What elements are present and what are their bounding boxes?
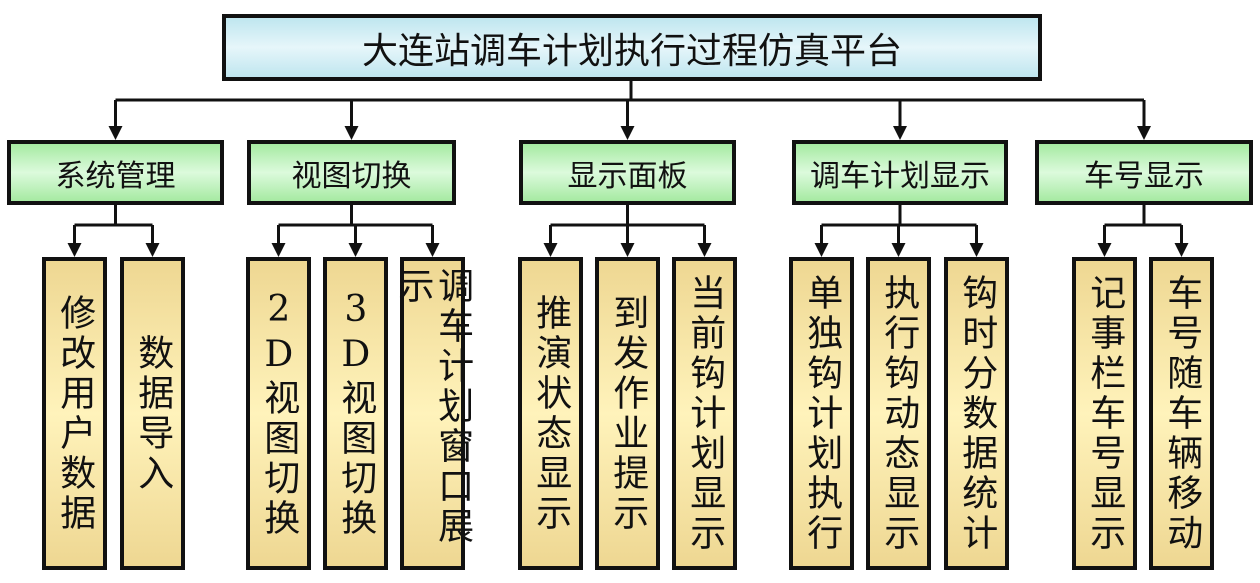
function-node: 3D视图切换 bbox=[323, 257, 388, 570]
arrow-head-icon bbox=[1137, 126, 1151, 140]
function-node: 调车计划窗口展示 bbox=[393, 257, 473, 570]
module-node: 显示面板 bbox=[519, 140, 736, 205]
function-label: 当前钩计划显示 bbox=[684, 273, 726, 554]
function-node: 记事栏车号显示 bbox=[1072, 257, 1137, 570]
function-label: 单独钩计划执行 bbox=[801, 273, 843, 554]
function-node: 修改用户数据 bbox=[42, 257, 107, 570]
arrow-head-icon bbox=[67, 243, 82, 257]
arrow-head-icon bbox=[1174, 243, 1189, 257]
function-label: 3D视图切换 bbox=[335, 288, 377, 539]
function-node: 车号随车辆移动 bbox=[1149, 257, 1214, 570]
arrow-head-icon bbox=[697, 243, 712, 257]
function-node: 执行钩动态显示 bbox=[866, 257, 931, 570]
function-node: 推演状态显示 bbox=[518, 257, 583, 570]
function-label: 2D视图切换 bbox=[258, 288, 300, 539]
arrow-head-icon bbox=[271, 243, 286, 257]
arrow-head-icon bbox=[344, 126, 359, 140]
function-node: 钩时分数据统计 bbox=[944, 257, 1009, 570]
arrow-head-icon bbox=[108, 126, 123, 140]
arrow-head-icon bbox=[145, 243, 160, 257]
function-label: 推演状态显示 bbox=[530, 293, 572, 534]
function-label: 车号随车辆移动 bbox=[1161, 273, 1203, 554]
module-node: 车号显示 bbox=[1035, 140, 1253, 205]
function-label: 执行钩动态显示 bbox=[878, 273, 920, 554]
module-label: 车号显示 bbox=[1084, 158, 1204, 194]
function-node: 2D视图切换 bbox=[246, 257, 311, 570]
arrow-head-icon bbox=[1097, 243, 1112, 257]
arrow-head-icon bbox=[543, 243, 558, 257]
arrow-head-icon bbox=[425, 243, 440, 257]
function-label: 记事栏车号显示 bbox=[1084, 273, 1126, 554]
function-label: 数据导入 bbox=[132, 333, 174, 494]
function-node: 单独钩计划执行 bbox=[789, 257, 854, 570]
module-node: 调车计划显示 bbox=[792, 140, 1008, 205]
module-node: 视图切换 bbox=[247, 140, 456, 205]
function-label: 修改用户数据 bbox=[54, 293, 96, 534]
module-label: 显示面板 bbox=[567, 158, 688, 194]
function-label: 到发作业提示 bbox=[607, 293, 649, 534]
function-label: 调车计划窗口展示 bbox=[392, 267, 474, 547]
arrow-head-icon bbox=[814, 243, 829, 257]
arrow-head-icon bbox=[893, 126, 907, 140]
module-node: 系统管理 bbox=[7, 140, 224, 205]
function-node: 数据导入 bbox=[120, 257, 185, 570]
arrow-head-icon bbox=[891, 243, 906, 257]
arrow-head-icon bbox=[348, 243, 363, 257]
root-node: 大连站调车计划执行过程仿真平台 bbox=[222, 14, 1042, 81]
function-node: 当前钩计划显示 bbox=[672, 257, 737, 570]
arrow-head-icon bbox=[620, 243, 635, 257]
function-label: 钩时分数据统计 bbox=[956, 273, 998, 554]
arrow-head-icon bbox=[620, 126, 635, 140]
module-label: 调车计划显示 bbox=[810, 158, 990, 194]
module-label: 视图切换 bbox=[291, 158, 412, 194]
root-title: 大连站调车计划执行过程仿真平台 bbox=[361, 30, 902, 72]
arrow-head-icon bbox=[969, 243, 984, 257]
function-node: 到发作业提示 bbox=[595, 257, 660, 570]
module-label: 系统管理 bbox=[55, 158, 176, 194]
